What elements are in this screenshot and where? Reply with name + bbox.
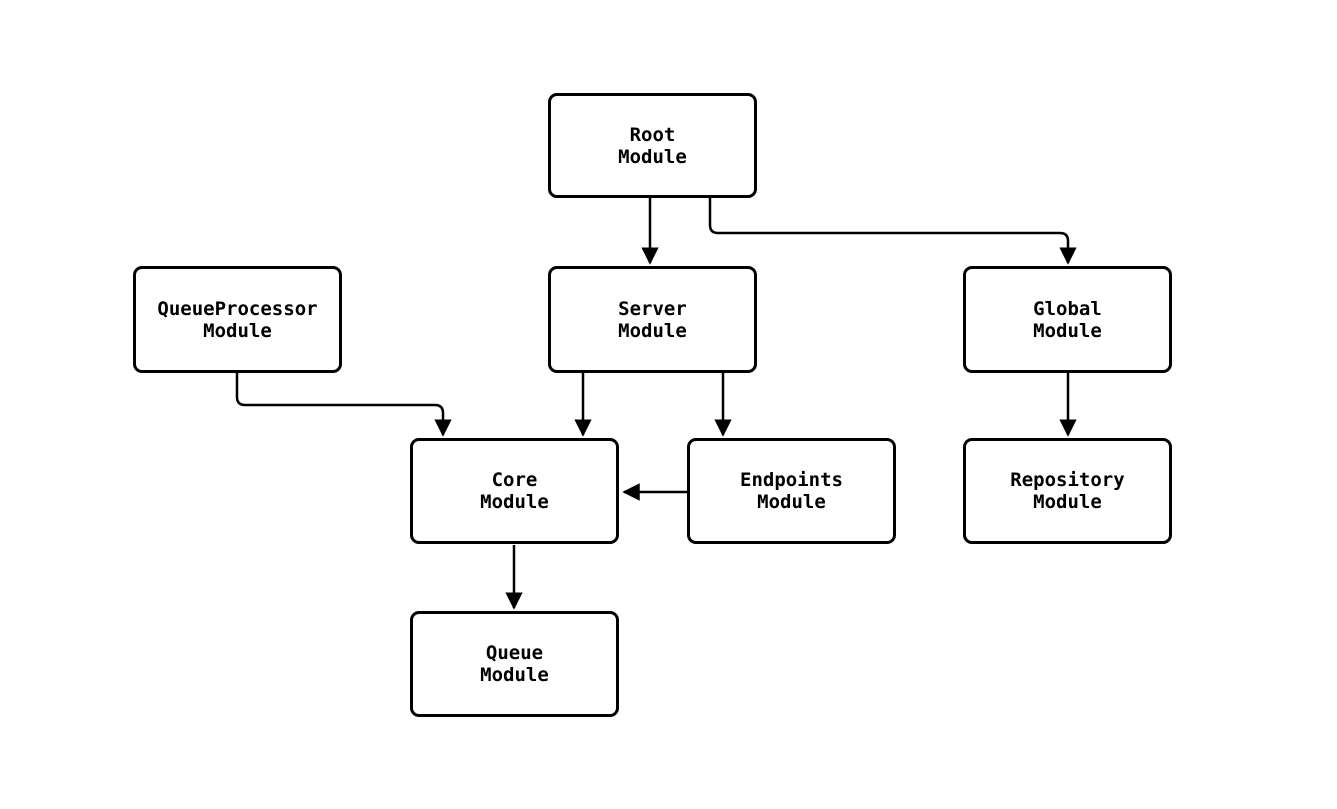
node-queueprocessor-module: QueueProcessor Module xyxy=(133,266,342,373)
edge-queueprocessor-to-core xyxy=(235,373,452,437)
node-root-module: Root Module xyxy=(548,93,757,198)
node-global-module-label: Global Module xyxy=(1033,297,1102,342)
node-root-module-label: Root Module xyxy=(618,123,687,168)
node-endpoints-module: Endpoints Module xyxy=(687,438,896,544)
node-server-module: Server Module xyxy=(548,266,757,373)
node-queueprocessor-module-label: QueueProcessor Module xyxy=(157,297,318,342)
node-core-module-label: Core Module xyxy=(480,469,549,513)
node-core-module: Core Module xyxy=(410,438,619,544)
node-queue-module-label: Queue Module xyxy=(480,642,549,686)
node-repository-module-label: Repository Module xyxy=(1010,469,1125,513)
node-global-module: Global Module xyxy=(963,266,1172,373)
node-server-module-label: Server Module xyxy=(618,297,687,342)
node-queue-module: Queue Module xyxy=(410,611,619,717)
node-endpoints-module-label: Endpoints Module xyxy=(740,469,843,513)
node-repository-module: Repository Module xyxy=(963,438,1172,544)
edge-root-to-global xyxy=(708,198,1077,265)
